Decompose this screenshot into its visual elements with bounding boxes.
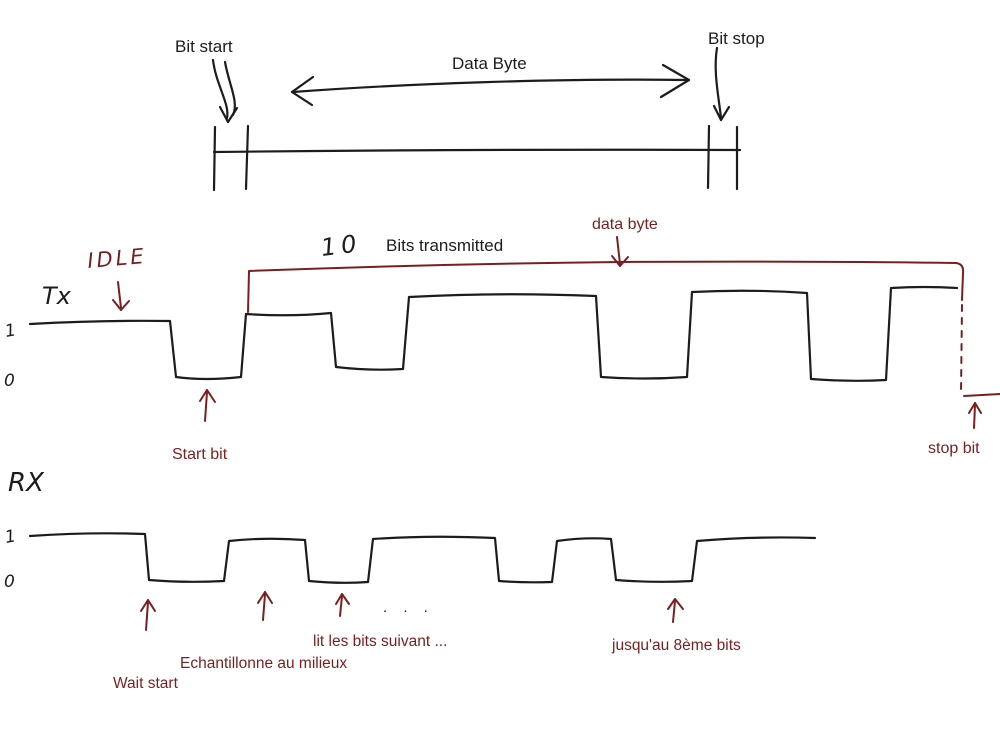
bit-start-label: Bit start <box>175 37 233 56</box>
bit-stop-arrow <box>712 46 731 122</box>
idle-label: IDLE <box>86 244 147 273</box>
rx-waveform <box>28 532 817 584</box>
tx-level-1: 1 <box>3 320 17 342</box>
tx-waveform <box>28 285 959 382</box>
tx-level-0: 0 <box>4 371 15 391</box>
stop-bit-dashed-edge <box>960 304 963 394</box>
wait-start-annotation: Wait start <box>113 675 179 692</box>
rx-signal-label: RX <box>8 468 45 498</box>
data-byte-arrow <box>611 236 629 267</box>
stop-bit-arrow <box>968 402 982 429</box>
sample-middle-arrow <box>257 591 273 621</box>
start-bit-arrow <box>199 389 216 422</box>
start-bit-annotation: Start bit <box>172 446 228 463</box>
tx-signal-label: Tx <box>42 282 72 310</box>
read-next-bits-annotation: lit les bits suivant ... <box>313 633 447 650</box>
idle-arrow <box>112 281 130 311</box>
bits-transmitted-label: Bits transmitted <box>386 236 503 255</box>
data-byte-overline <box>247 260 965 313</box>
ten-bits-number: 10 <box>319 229 363 262</box>
sample-middle-annotation: Echantillonne au milieux <box>180 655 347 672</box>
data-byte-span-arrow <box>290 63 691 107</box>
bit-start-arrow <box>211 58 239 124</box>
ruler-tick-stop-left <box>706 124 711 190</box>
ruler-tick-start-left <box>212 125 217 192</box>
stop-bit-annotation: stop bit <box>928 440 980 457</box>
data-byte-annotation: data byte <box>592 216 658 233</box>
stop-bit-low-level <box>963 393 1000 397</box>
rx-level-1: 1 <box>3 526 17 548</box>
until-8th-bit-annotation: jusqu'au 8ème bits <box>611 637 741 654</box>
rx-level-0: 0 <box>4 572 15 592</box>
read-next-bits-arrow <box>335 593 350 617</box>
ruler-tick-start-right <box>244 124 250 191</box>
bit-stop-label: Bit stop <box>708 29 765 48</box>
ruler-baseline <box>212 148 742 154</box>
data-byte-span-label: Data Byte <box>452 54 527 73</box>
until-8th-bit-arrow <box>667 598 684 623</box>
wait-start-arrow <box>140 599 156 631</box>
ellipsis-dots: . . . <box>383 599 434 616</box>
